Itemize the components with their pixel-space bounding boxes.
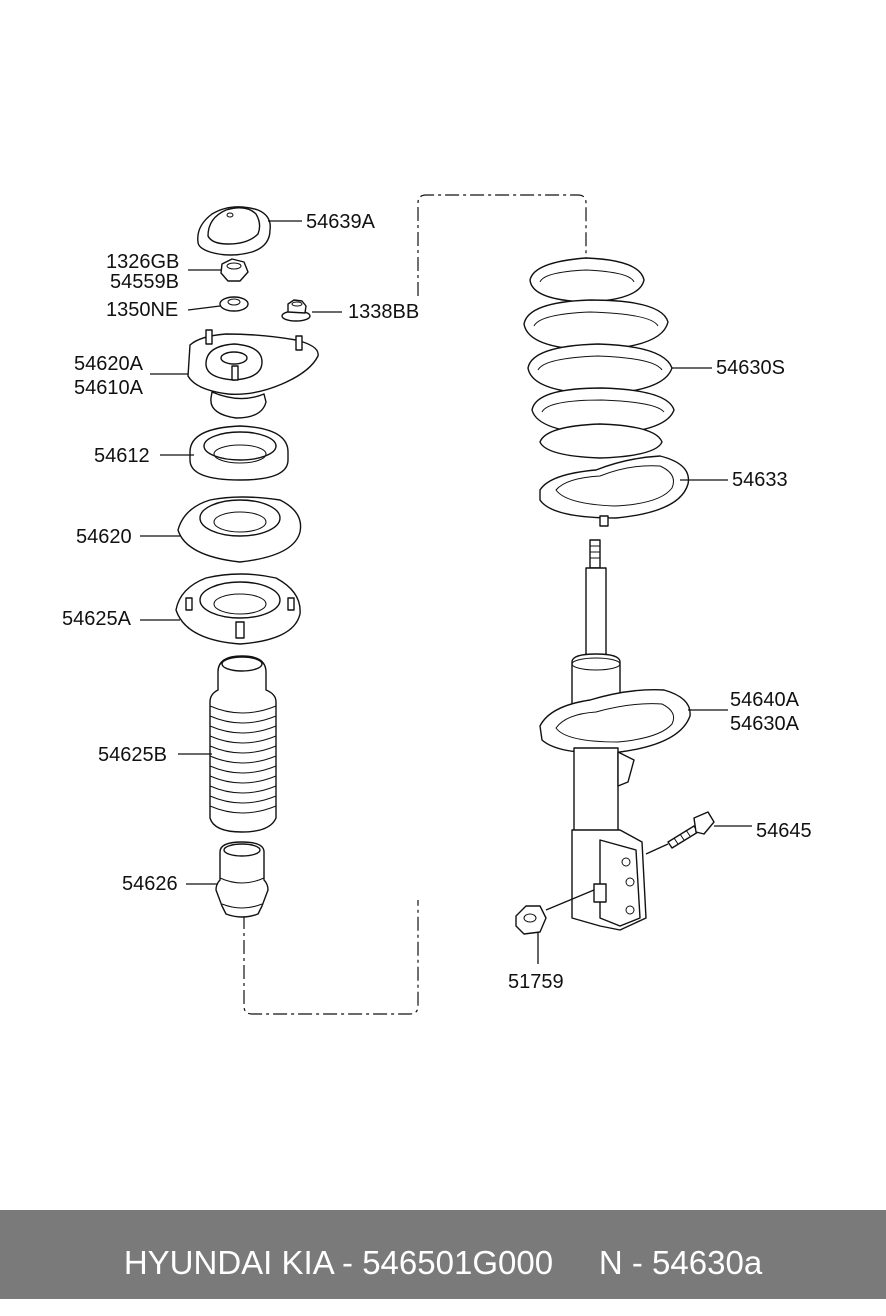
coil-spring-part <box>523 257 675 459</box>
label-54630A: 54630A <box>730 713 800 735</box>
label-54625B: 54625B <box>98 744 167 766</box>
label-54559B: 54559B <box>110 271 179 293</box>
label-54612: 54612 <box>94 445 150 467</box>
label-54626: 54626 <box>122 873 178 895</box>
label-54620: 54620 <box>76 526 132 548</box>
strut-assembly-part <box>539 539 691 931</box>
label-54640A: 54640A <box>730 689 800 711</box>
label-1326GB: 1326GB <box>106 251 179 273</box>
bolt-part <box>667 811 715 849</box>
label-54625A: 54625A <box>62 608 132 630</box>
assembly-dashed-link <box>417 194 587 296</box>
label-51759: 51759 <box>508 971 564 993</box>
catalog-footer-bar: HYUNDAI KIA - 546501G000 N - 54630a <box>0 1210 886 1299</box>
label-54633: 54633 <box>732 469 788 491</box>
label-1338BB: 1338BB <box>348 301 419 323</box>
upper-spring-seat-part <box>177 496 302 563</box>
hex-nut-part <box>515 905 547 935</box>
bump-stopper-part <box>215 841 269 918</box>
assembly-dashed-link-lower <box>243 900 419 1015</box>
flange-nut-part <box>281 299 311 322</box>
label-1350NE: 1350NE <box>106 299 178 321</box>
exploded-parts-diagram: 54639A 1326GB 54559B 1350NE 1338BB 54620… <box>62 194 812 1015</box>
label-54639A: 54639A <box>306 211 376 233</box>
strut-bearing-part <box>189 425 289 481</box>
strut-mount-part <box>187 329 319 419</box>
washer-part <box>219 296 249 312</box>
label-54630S: 54630S <box>716 357 785 379</box>
catalog-footer-text: HYUNDAI KIA - 546501G000 N - 54630a <box>123 1244 763 1281</box>
label-54620A: 54620A <box>74 353 144 375</box>
label-54645: 54645 <box>756 820 812 842</box>
label-54610A: 54610A <box>74 377 144 399</box>
dust-cap-part <box>197 206 271 256</box>
leader-lines <box>140 220 752 964</box>
lock-nut-part <box>220 258 249 282</box>
spring-pad-part <box>175 573 301 645</box>
dust-boot-part <box>209 655 277 833</box>
lower-spring-pad-part <box>539 455 690 527</box>
